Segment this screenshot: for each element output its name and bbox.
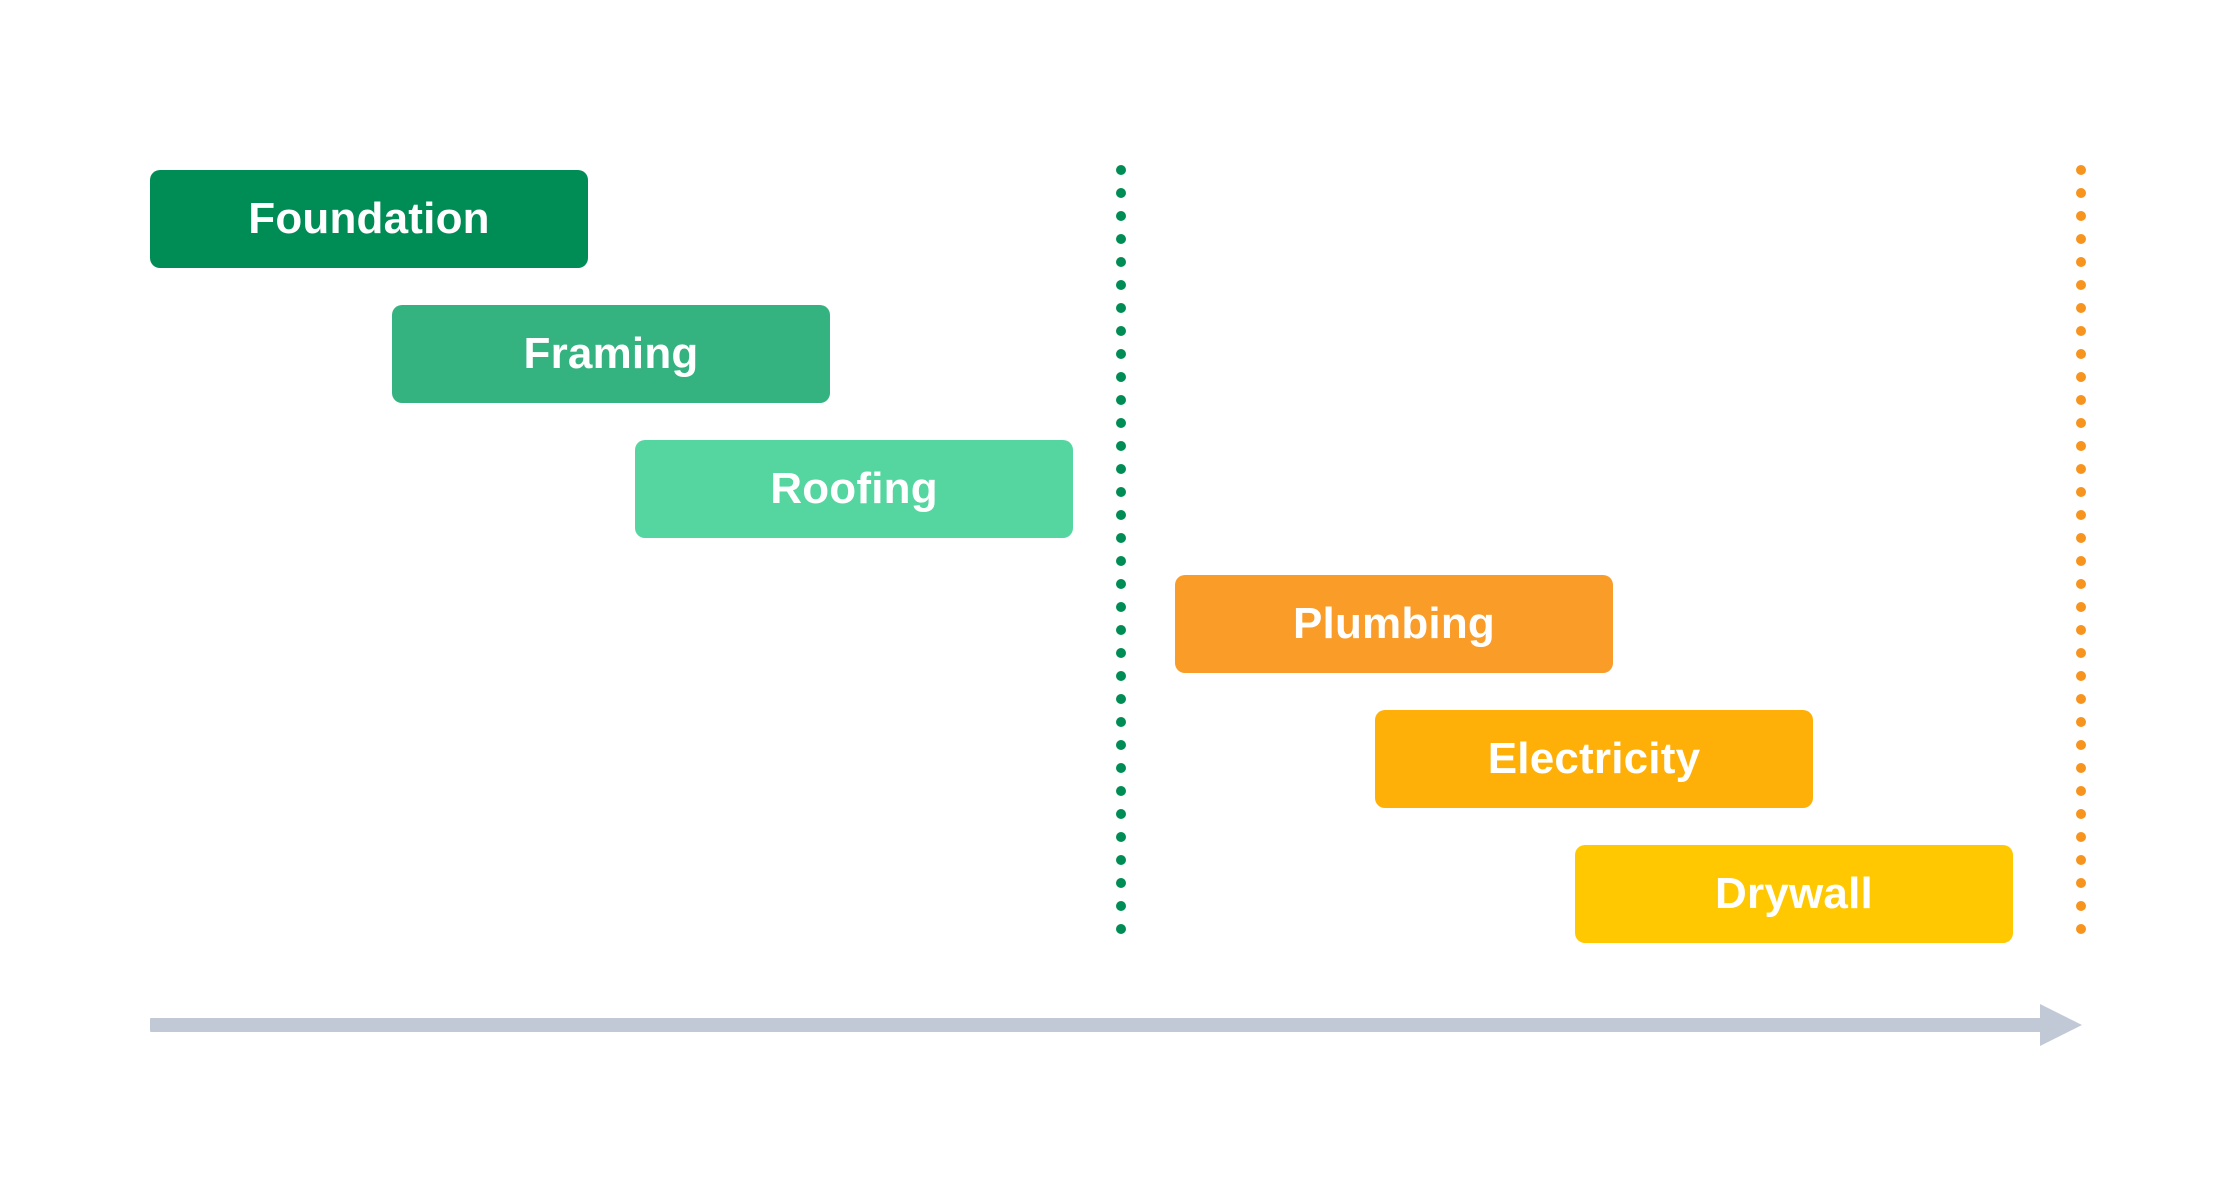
- milestone-dot: [2076, 372, 2086, 382]
- milestone-dot: [2076, 671, 2086, 681]
- milestone-dot: [2076, 901, 2086, 911]
- arrow-right-icon: [2040, 1004, 2082, 1046]
- milestone-dot: [2076, 510, 2086, 520]
- milestone-dot: [1116, 579, 1126, 589]
- milestone-dot: [1116, 924, 1126, 934]
- milestone-dot: [1116, 648, 1126, 658]
- milestone-dot: [2076, 855, 2086, 865]
- task-bar-foundation[interactable]: Foundation: [150, 170, 588, 268]
- milestone-dot: [2076, 924, 2086, 934]
- milestone-dot: [2076, 648, 2086, 658]
- milestone-dot: [1116, 188, 1126, 198]
- milestone-dot: [2076, 556, 2086, 566]
- milestone-dot: [1116, 855, 1126, 865]
- milestone-dot: [1116, 441, 1126, 451]
- milestone-dot: [1116, 763, 1126, 773]
- milestone-dot: [1116, 556, 1126, 566]
- milestone-dot: [2076, 579, 2086, 589]
- milestone-dot: [2076, 717, 2086, 727]
- milestone-dot: [1116, 717, 1126, 727]
- timeline-axis: [150, 1004, 2082, 1046]
- milestone-dot: [2076, 809, 2086, 819]
- milestone-dot: [1116, 809, 1126, 819]
- milestone-dot: [1116, 464, 1126, 474]
- milestone-dot: [1116, 671, 1126, 681]
- task-bar-drywall[interactable]: Drywall: [1575, 845, 2013, 943]
- milestone-dot: [2076, 349, 2086, 359]
- milestone-dot: [1116, 901, 1126, 911]
- milestone-dot: [2076, 257, 2086, 267]
- milestone-dot: [1116, 395, 1126, 405]
- task-label-electricity: Electricity: [1487, 734, 1701, 783]
- milestone-dot: [1116, 786, 1126, 796]
- task-label-drywall: Drywall: [1715, 869, 1873, 918]
- milestone-line-phase-1-end: [1116, 165, 1126, 950]
- milestone-dot: [1116, 602, 1126, 612]
- milestone-dot: [1116, 510, 1126, 520]
- milestone-dot: [2076, 533, 2086, 543]
- milestone-dot: [1116, 694, 1126, 704]
- milestone-dot: [2076, 165, 2086, 175]
- task-bar-framing[interactable]: Framing: [392, 305, 830, 403]
- milestone-dot: [1116, 257, 1126, 267]
- task-label-roofing: Roofing: [770, 464, 938, 513]
- timeline-shaft: [150, 1018, 2042, 1032]
- milestone-dot: [2076, 211, 2086, 221]
- milestone-dot: [1116, 832, 1126, 842]
- task-label-foundation: Foundation: [248, 194, 490, 243]
- milestone-dot: [1116, 372, 1126, 382]
- milestone-dot: [2076, 395, 2086, 405]
- milestone-dot: [1116, 533, 1126, 543]
- milestone-dot: [2076, 694, 2086, 704]
- milestone-dot: [2076, 234, 2086, 244]
- milestone-dot: [2076, 625, 2086, 635]
- milestone-dot: [2076, 763, 2086, 773]
- milestone-dot: [1116, 349, 1126, 359]
- milestone-dot: [1116, 878, 1126, 888]
- milestone-dot: [1116, 165, 1126, 175]
- milestone-dot: [2076, 441, 2086, 451]
- milestone-line-phase-2-end: [2076, 165, 2086, 950]
- milestone-dot: [1116, 740, 1126, 750]
- milestone-dot: [1116, 280, 1126, 290]
- task-bar-roofing[interactable]: Roofing: [635, 440, 1073, 538]
- milestone-dot: [2076, 740, 2086, 750]
- milestone-dot: [2076, 464, 2086, 474]
- milestone-dot: [1116, 326, 1126, 336]
- milestone-dot: [2076, 832, 2086, 842]
- milestone-dot: [2076, 878, 2086, 888]
- milestone-dot: [2076, 418, 2086, 428]
- milestone-dot: [1116, 211, 1126, 221]
- milestone-dot: [2076, 786, 2086, 796]
- milestone-dot: [2076, 188, 2086, 198]
- milestone-dot: [2076, 487, 2086, 497]
- milestone-dot: [2076, 280, 2086, 290]
- milestone-dot: [1116, 303, 1126, 313]
- milestone-dot: [1116, 625, 1126, 635]
- task-bar-plumbing[interactable]: Plumbing: [1175, 575, 1613, 673]
- milestone-dot: [2076, 303, 2086, 313]
- task-bar-electricity[interactable]: Electricity: [1375, 710, 1813, 808]
- task-label-framing: Framing: [523, 329, 699, 378]
- milestone-dot: [2076, 602, 2086, 612]
- milestone-dot: [1116, 418, 1126, 428]
- milestone-dot: [1116, 487, 1126, 497]
- milestone-dot: [2076, 326, 2086, 336]
- task-label-plumbing: Plumbing: [1292, 599, 1496, 648]
- milestone-dot: [1116, 234, 1126, 244]
